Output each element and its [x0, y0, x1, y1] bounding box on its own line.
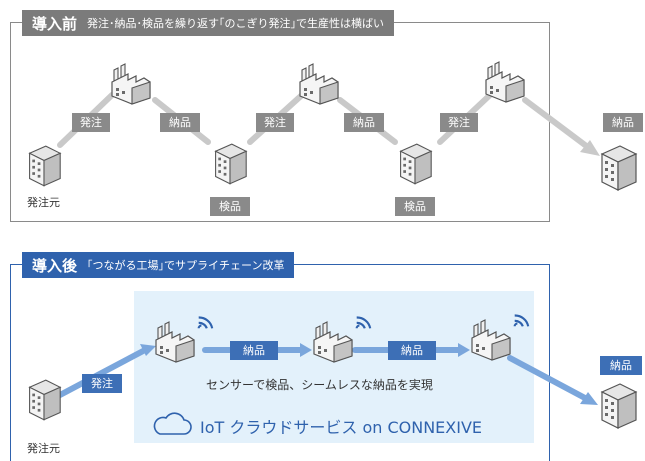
inspect-tag: 検品 — [395, 197, 435, 216]
factory-icon — [468, 316, 514, 362]
wifi-icon — [512, 311, 530, 329]
step-tag-final-delivery: 納品 — [603, 113, 643, 132]
factory-icon — [310, 318, 356, 364]
step-tag-order: 発注 — [72, 113, 110, 132]
wifi-icon — [196, 313, 214, 331]
after-order-tag: 発注 — [82, 374, 122, 393]
step-tag-delivery: 納品 — [344, 113, 384, 132]
sensor-caption: センサーで検品、シームレスな納品を実現 — [206, 378, 433, 392]
before-subtitle: 発注･納品･検品を繰り返す｢のこぎり発注｣で生産性は横ばい — [87, 17, 385, 30]
after-orderer-label: 発注元 — [27, 442, 60, 455]
cloud-service-label: IoT クラウドサービス on CONNEXIVE — [200, 418, 483, 437]
after-final-delivery-tag: 納品 — [600, 356, 642, 375]
before-orderer-label: 発注元 — [27, 196, 60, 209]
after-title: 導入後 — [32, 256, 78, 275]
cloud-icon — [153, 412, 192, 435]
inspect-tag: 検品 — [210, 197, 250, 216]
after-delivery-tag: 納品 — [230, 341, 278, 360]
building-icon — [598, 380, 638, 430]
step-tag-order: 発注 — [256, 113, 294, 132]
before-title: 導入前 — [32, 14, 78, 33]
cloud-area — [134, 291, 534, 443]
after-subtitle: ｢つながる工場｣でサプライチェーン改革 — [87, 259, 285, 272]
before-title-tab: 導入前 発注･納品･検品を繰り返す｢のこぎり発注｣で生産性は横ばい — [22, 10, 395, 36]
after-delivery-tag: 納品 — [388, 341, 436, 360]
after-title-tab: 導入後 ｢つながる工場｣でサプライチェーン改革 — [22, 252, 295, 278]
step-tag-delivery: 納品 — [160, 113, 200, 132]
wifi-icon — [354, 313, 372, 331]
step-tag-order: 発注 — [440, 113, 478, 132]
factory-icon — [152, 318, 198, 364]
orderer-building-icon — [26, 376, 62, 422]
